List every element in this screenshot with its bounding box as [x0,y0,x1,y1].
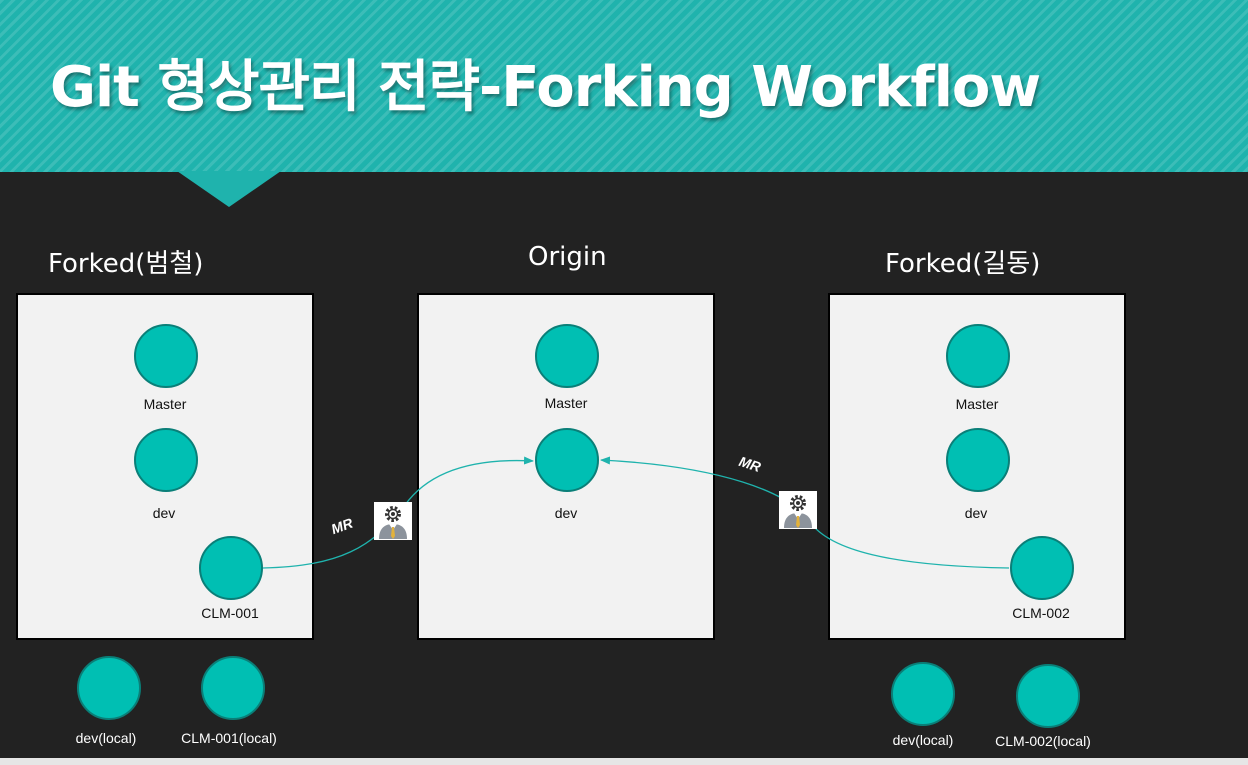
title-banner [0,0,1248,172]
section-label-forked-right: Forked(길동) [885,249,1041,279]
branch-label-origin-master: Master [544,395,588,411]
branch-label-origin-dev: dev [554,505,578,521]
local-label-right-dev: dev(local) [892,732,954,748]
branch-label-left-clm: CLM-001 [201,605,259,621]
branch-node-left-dev [134,428,198,492]
branch-node-origin-dev [535,428,599,492]
branch-node-left-master [134,324,198,388]
banner-notch [177,171,281,207]
local-label-right-clm: CLM-002(local) [995,733,1091,749]
branch-label-left-dev: dev [152,505,176,521]
reviewer-icon-left [374,502,412,540]
branch-label-right-dev: dev [964,505,988,521]
reviewer-person-gear-icon [784,495,812,528]
local-node-left-clm [201,656,265,720]
local-label-left-clm: CLM-001(local) [181,730,277,746]
branch-label-right-master: Master [955,396,999,412]
local-label-left-dev: dev(local) [75,730,137,746]
section-label-origin: Origin [528,242,607,272]
local-node-left-dev [77,656,141,720]
page-title: Git 형상관리 전략-Forking Workflow [50,55,1041,120]
local-node-right-dev [891,662,955,726]
bottom-edge-strip [0,758,1248,765]
branch-node-origin-master [535,324,599,388]
branch-node-left-clm [199,536,263,600]
local-node-right-clm [1016,664,1080,728]
branch-node-right-dev [946,428,1010,492]
branch-label-right-clm: CLM-002 [1012,605,1070,621]
reviewer-person-gear-icon [379,506,407,539]
section-label-forked-left: Forked(범철) [48,249,204,279]
branch-node-right-clm [1010,536,1074,600]
branch-label-left-master: Master [143,396,187,412]
branch-node-right-master [946,324,1010,388]
reviewer-icon-right [779,491,817,529]
